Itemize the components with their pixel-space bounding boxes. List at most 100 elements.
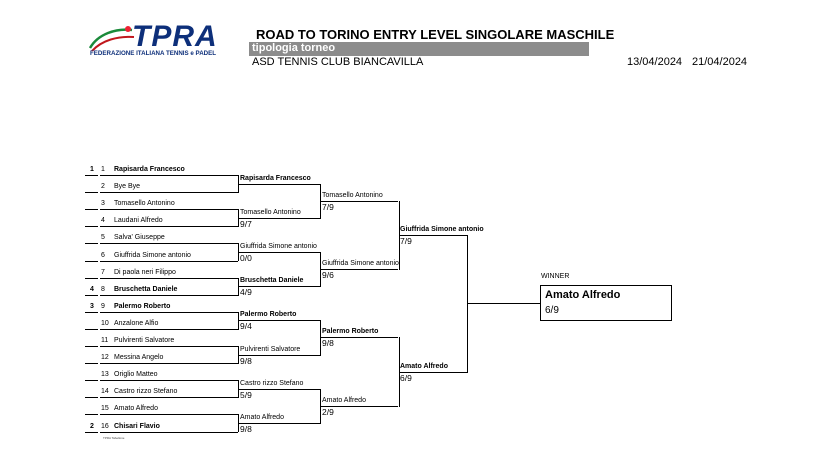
round2-line <box>238 354 320 356</box>
draw-line <box>100 363 238 365</box>
player-name: Palermo Roberto <box>114 302 171 310</box>
round2-player: Amato Alfredo <box>240 413 284 421</box>
draw-line <box>100 277 238 279</box>
seed-number: 4 <box>90 285 94 293</box>
round2-score: 9/8 <box>240 355 252 366</box>
round3-score: 9/6 <box>322 270 334 281</box>
draw-position: 3 <box>101 200 105 208</box>
draw-position: 11 <box>101 337 109 344</box>
start-date: 13/04/2024 <box>627 56 683 68</box>
round2-player: Pulvirenti Salvatore <box>240 345 301 353</box>
player-name: Bruschetta Daniele <box>114 285 178 293</box>
draw-position: 7 <box>101 268 105 276</box>
player-name: Castro rizzo Stefano <box>114 388 178 396</box>
round2-line <box>238 320 320 322</box>
seed-underline <box>85 380 98 382</box>
player-name: Anzalone Alfio <box>114 319 159 327</box>
tournament-title: ROAD TO TORINO ENTRY LEVEL SINGOLARE MAS… <box>256 27 615 42</box>
seed-underline <box>85 175 98 176</box>
round2-player: Castro rizzo Stefano <box>240 379 304 387</box>
tennis-swoosh-icon <box>88 26 135 52</box>
round2-player: Giuffrida Simone antonio <box>240 242 317 250</box>
draw-line <box>100 380 238 382</box>
draw-position: 14 <box>101 388 109 396</box>
draw-position: 15 <box>101 405 109 413</box>
seed-underline <box>85 277 98 279</box>
round3-player: Palermo Roberto <box>322 328 379 336</box>
winner-score: 6/9 <box>545 305 559 316</box>
player-name: Pulvirenti Salvatore <box>114 337 175 344</box>
final-line <box>467 303 540 305</box>
semifinal-score: 7/9 <box>400 235 412 246</box>
round3-line <box>320 269 398 271</box>
round2-score: 9/4 <box>240 321 252 332</box>
player-name: Messina Angelo <box>114 354 164 362</box>
draw-line <box>100 260 238 262</box>
round2-player: Bruschetta Daniele <box>240 277 304 285</box>
player-name: Rapisarda Francesco <box>114 166 185 173</box>
club-name: ASD TENNIS CLUB BIANCAVILLA <box>252 56 424 68</box>
draw-line <box>100 414 238 416</box>
player-name: Di paola neri Filippo <box>114 268 176 276</box>
draw-position: 13 <box>101 371 109 379</box>
round2-line <box>238 422 320 424</box>
round2-score: 4/9 <box>240 287 252 298</box>
seed-underline <box>85 431 98 433</box>
seed-underline <box>85 243 98 245</box>
player-name: Bye Bye <box>114 183 141 191</box>
round3-score: 2/9 <box>322 406 334 417</box>
round2-player: Palermo Roberto <box>240 311 297 319</box>
seed-underline <box>85 209 98 211</box>
draw-line <box>100 175 238 176</box>
draw-line <box>100 328 238 330</box>
draw-position: 6 <box>101 251 105 259</box>
winner-name: Amato Alfredo <box>545 289 621 301</box>
seed-underline <box>85 363 98 365</box>
seed-number: 1 <box>90 166 94 173</box>
round2-line <box>238 388 320 390</box>
seed-underline <box>85 294 98 296</box>
round2-score: 0/0 <box>240 252 252 263</box>
player-name: Amato Alfredo <box>114 405 158 413</box>
semifinal-player: Amato Alfredo <box>400 362 448 370</box>
draw-position: 10 <box>101 319 109 327</box>
seed-number: 3 <box>90 302 94 310</box>
draw-line <box>100 226 238 228</box>
draw-line <box>100 431 238 433</box>
round2-score: 9/7 <box>240 218 252 229</box>
seed-number: 2 <box>90 422 94 430</box>
draw-line <box>100 209 238 211</box>
draw-line <box>100 397 238 399</box>
footnote: TPRA Tabellone <box>103 436 125 440</box>
player-name: Origlio Matteo <box>114 371 158 379</box>
draw-position: 5 <box>101 234 105 242</box>
draw-position: 8 <box>101 285 105 293</box>
draw-line <box>100 192 238 194</box>
draw-position: 2 <box>101 183 105 191</box>
seed-underline <box>85 192 98 194</box>
logo-subtitle: FEDERAZIONE ITALIANA TENNIS e PADEL <box>90 50 217 57</box>
player-name: Laudani Alfredo <box>114 217 163 225</box>
round3-score: 7/9 <box>322 201 334 212</box>
draw-line <box>100 346 238 347</box>
seed-underline <box>85 311 98 313</box>
seed-underline <box>85 328 98 330</box>
round2-line <box>238 251 320 253</box>
draw-position: 4 <box>101 217 105 225</box>
draw-line <box>100 294 238 296</box>
winner-label: WINNER <box>541 273 570 280</box>
seed-underline <box>85 414 98 416</box>
round2-player: Rapisarda Francesco <box>240 174 311 182</box>
draw-line <box>100 243 238 245</box>
round2-score: 5/9 <box>240 389 252 400</box>
semifinal-line <box>399 371 467 373</box>
player-name: Tomasello Antonino <box>114 200 175 208</box>
draw-line <box>100 311 238 313</box>
round3-player: Giuffrida Simone antonio <box>322 260 399 268</box>
logo-text: TPRA <box>132 20 218 53</box>
player-name: Chisari Flavio <box>114 422 160 430</box>
round2-line <box>238 217 320 219</box>
round3-score: 9/8 <box>322 338 334 349</box>
round2-player: Tomasello Antonino <box>240 208 301 216</box>
draw-position: 16 <box>101 422 109 430</box>
